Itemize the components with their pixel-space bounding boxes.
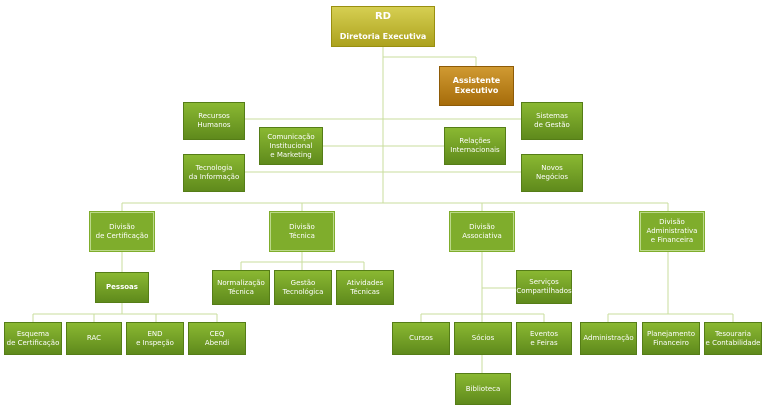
- unit-tesouraria[interactable]: Tesouraria e Contabilidade: [704, 322, 762, 355]
- staff-rh[interactable]: Recursos Humanos: [183, 102, 245, 140]
- unit-ceq[interactable]: CEQ Abendi: [188, 322, 246, 355]
- unit-gestao[interactable]: Gestão Tecnológica: [274, 270, 332, 305]
- staff-sis[interactable]: Sistemas de Gestão: [521, 102, 583, 140]
- assistant-box[interactable]: Assistente Executivo: [439, 66, 514, 106]
- staff-neg[interactable]: Novos Negócios: [521, 154, 583, 192]
- rd-code: RD: [374, 10, 391, 22]
- staff-rel[interactable]: Relações Internacionais: [444, 127, 506, 165]
- rd-name: Diretoria Executiva: [339, 31, 427, 41]
- rd-text: RD Diretoria Executiva: [340, 2, 427, 52]
- unit-planejamento[interactable]: Planejamento Financeiro: [642, 322, 700, 355]
- staff-com[interactable]: Comunicação Institucional e Marketing: [259, 127, 323, 165]
- unit-servicos[interactable]: Serviços Compartilhados: [516, 270, 572, 304]
- unit-cursos[interactable]: Cursos: [392, 322, 450, 355]
- unit-normalizacao[interactable]: Normalização Técnica: [212, 270, 270, 305]
- unit-atividades[interactable]: Atividades Técnicas: [336, 270, 394, 305]
- unit-socios[interactable]: Sócios: [454, 322, 512, 355]
- unit-esquema[interactable]: Esquema de Certificação: [4, 322, 62, 355]
- staff-ti[interactable]: Tecnologia da Informação: [183, 154, 245, 192]
- division-administrativa[interactable]: Divisão Administrativa e Financeira: [640, 212, 704, 251]
- unit-biblioteca[interactable]: Biblioteca: [455, 373, 511, 405]
- division-certificacao[interactable]: Divisão de Certificação: [90, 212, 154, 251]
- unit-rac[interactable]: RAC: [66, 322, 122, 355]
- unit-eventos[interactable]: Eventos e Feiras: [516, 322, 572, 355]
- division-associativa[interactable]: Divisão Associativa: [450, 212, 514, 251]
- rd-box[interactable]: RD Diretoria Executiva: [331, 6, 435, 47]
- unit-pessoas[interactable]: Pessoas: [95, 272, 149, 303]
- division-tecnica[interactable]: Divisão Técnica: [270, 212, 334, 251]
- unit-administracao[interactable]: Administração: [580, 322, 637, 355]
- unit-end[interactable]: END e Inspeção: [126, 322, 184, 355]
